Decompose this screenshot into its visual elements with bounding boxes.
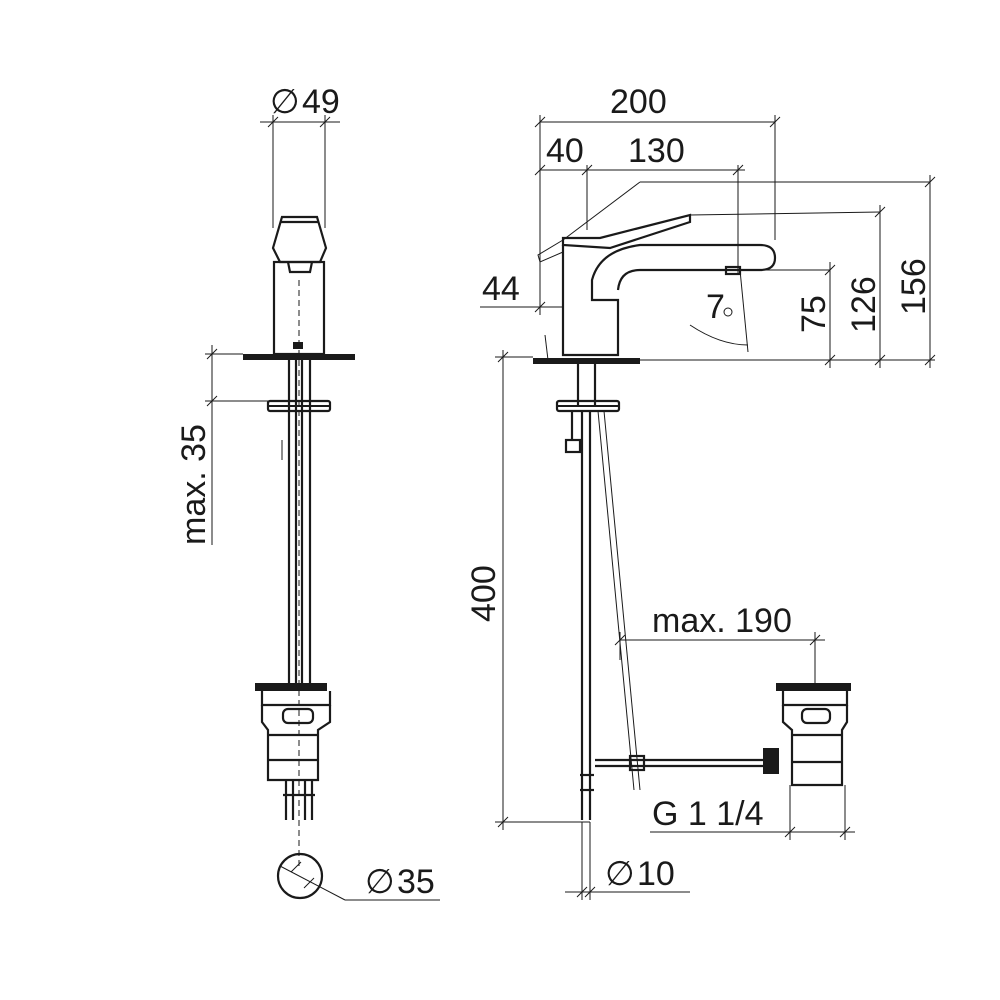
dim-offset-40: 40 <box>546 132 584 170</box>
diameter-symbol-49: ∅ <box>270 83 300 121</box>
dimension-labels: ∅ 49 max. 35 ∅ 35 200 40 130 44 7 75 126… <box>175 83 933 901</box>
dim-overall-length: 200 <box>610 83 667 121</box>
side-view <box>480 115 936 900</box>
dim-supply-length: 400 <box>465 565 503 622</box>
dim-max-190: max. 190 <box>652 602 792 640</box>
dim-reach-130: 130 <box>628 132 685 170</box>
front-view <box>205 115 440 901</box>
dim-base-height: 44 <box>482 270 520 308</box>
dim-handle-angle: 7 <box>706 288 725 326</box>
dim-head-diameter: 49 <box>302 83 340 121</box>
dim-hose-diameter: 10 <box>637 855 675 893</box>
dim-outlet-height: 126 <box>845 276 883 333</box>
dim-waste-thread: G 1 1/4 <box>652 795 764 833</box>
dim-tail-diameter: 35 <box>397 863 435 901</box>
dim-total-height: 156 <box>895 258 933 315</box>
dim-max-thickness: max. 35 <box>175 424 213 545</box>
diameter-symbol-35: ∅ <box>365 863 395 901</box>
dim-spout-height: 75 <box>795 295 833 333</box>
diameter-symbol-10: ∅ <box>605 855 635 893</box>
